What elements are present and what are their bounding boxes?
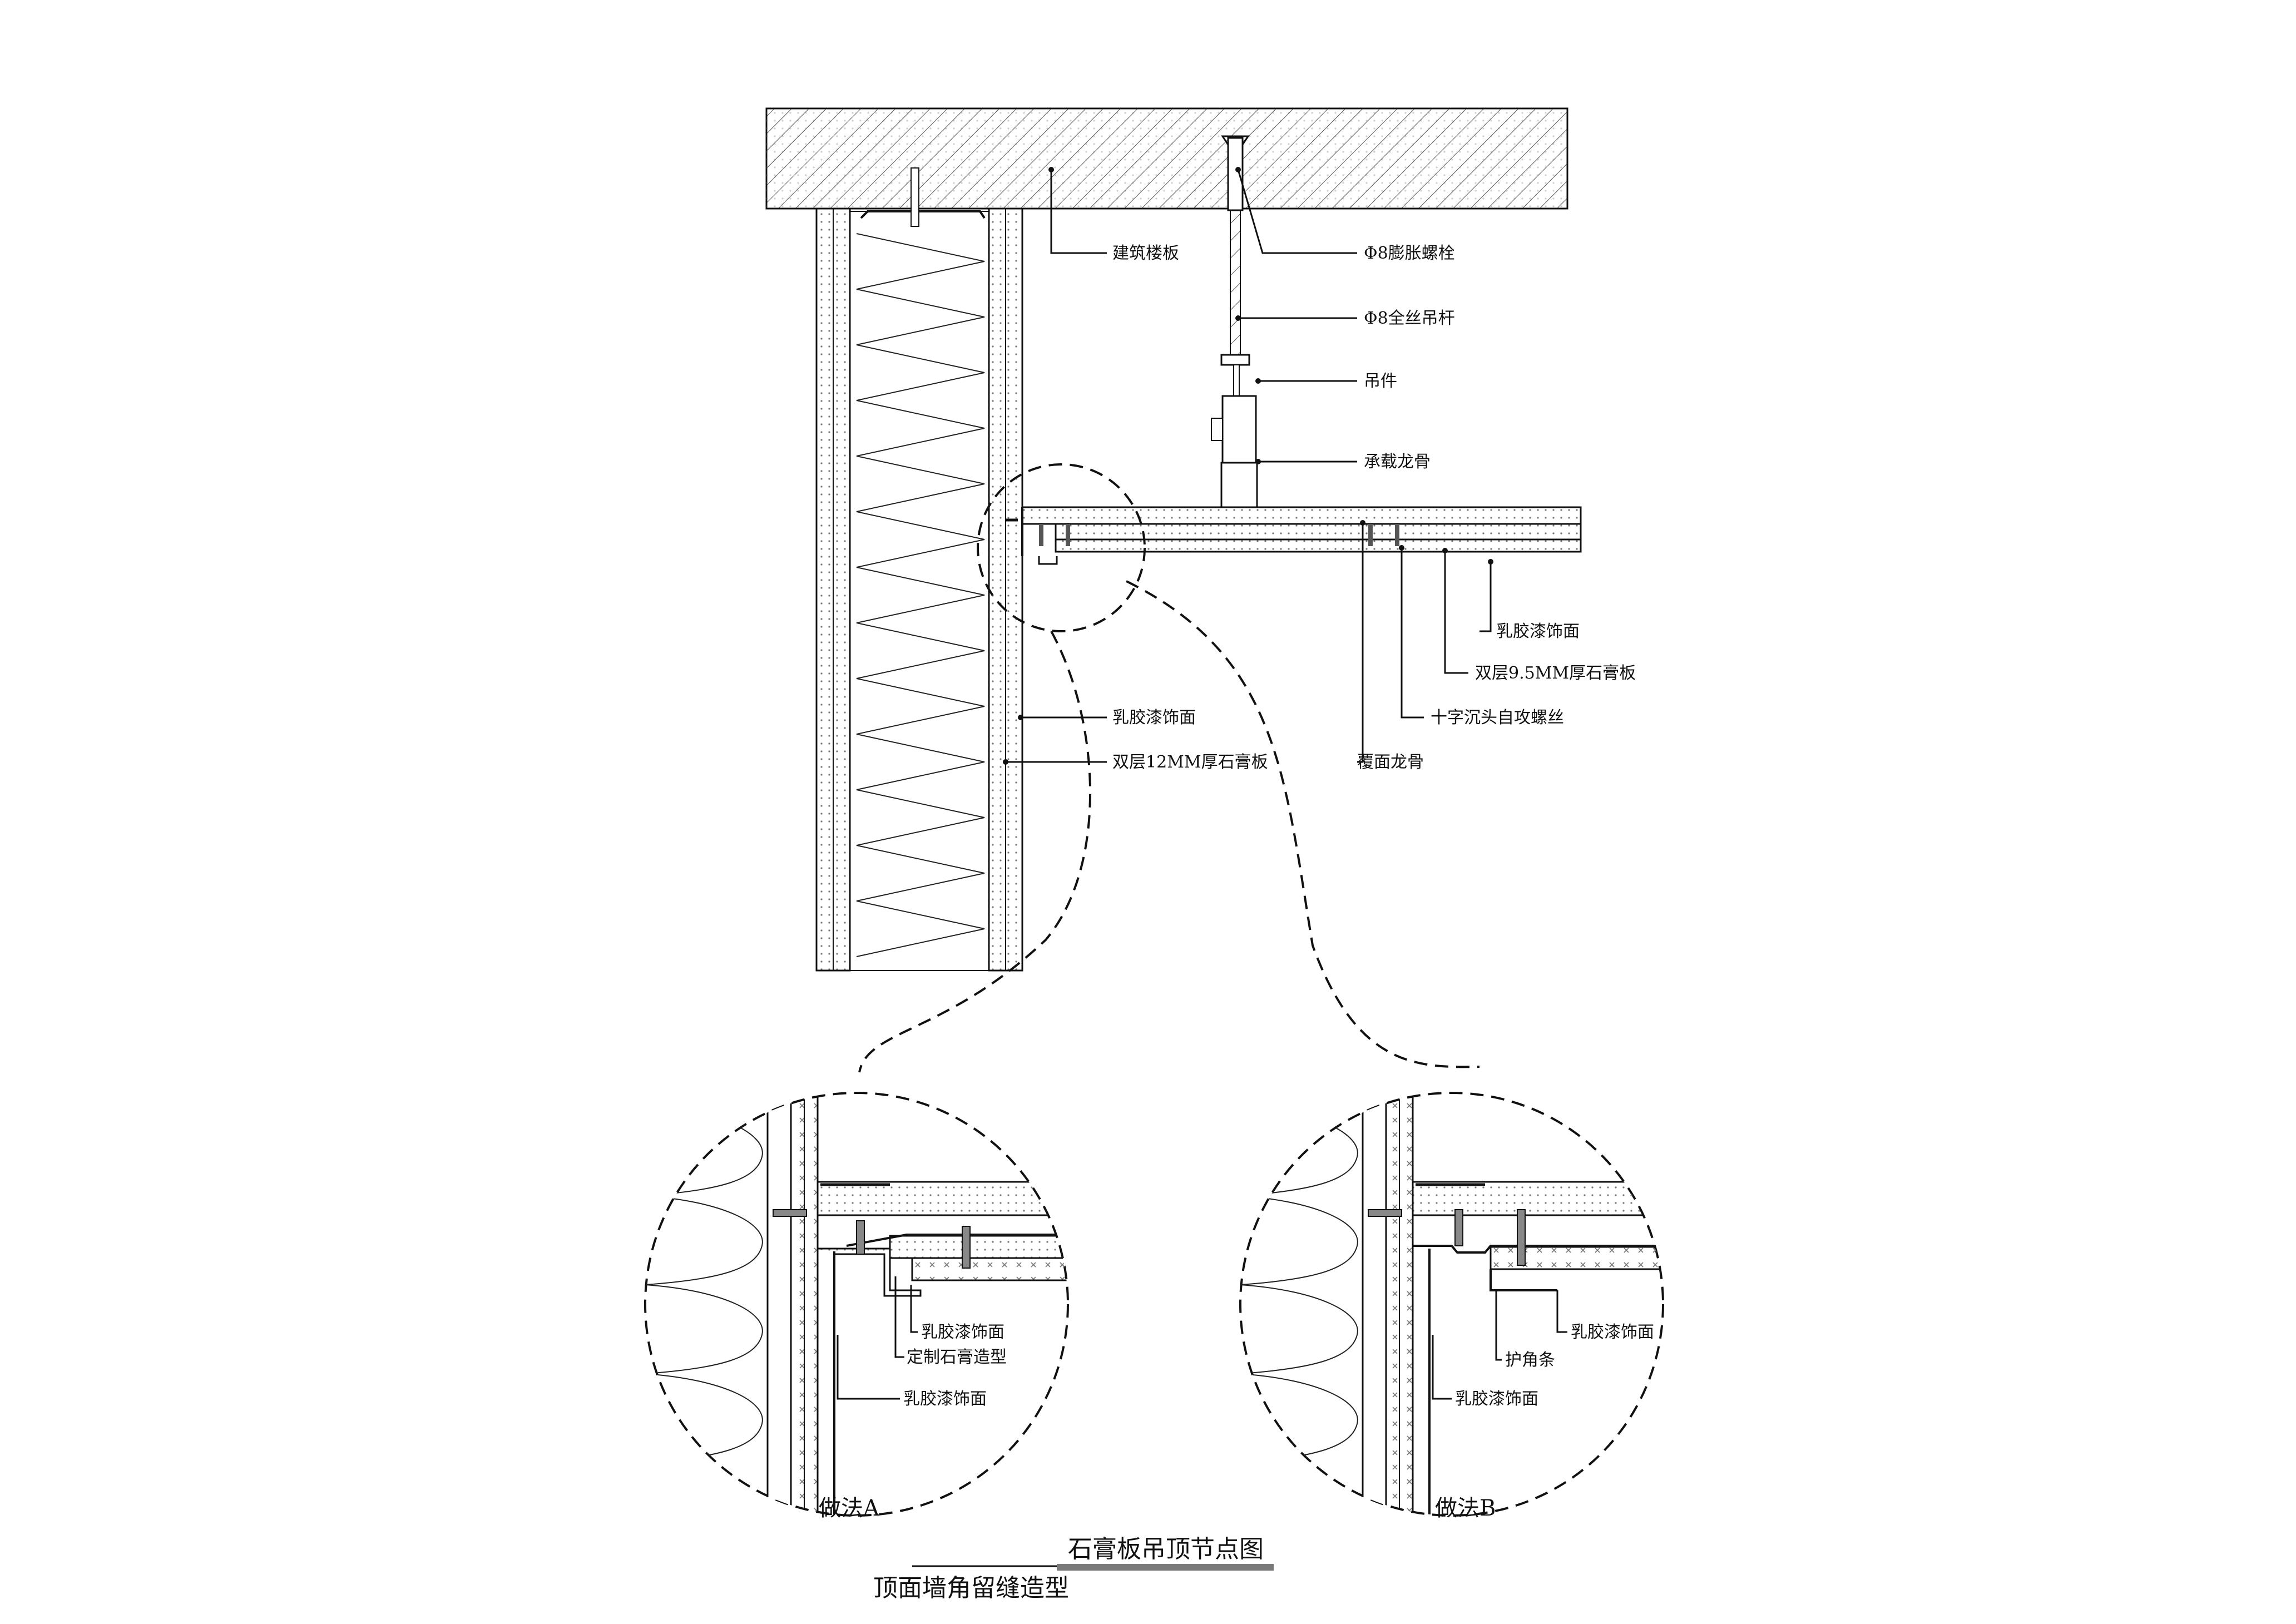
- ceiling-boards: [1006, 506, 1582, 565]
- label-wall-board: 双层12MM厚石膏板: [1112, 752, 1268, 772]
- building-slab: [765, 107, 1568, 210]
- title-main: 石膏板吊顶节点图: [1068, 1535, 1264, 1563]
- detail-b: 乳胶漆饰面 护角条 乳胶漆饰面 做法B: [1239, 1092, 1664, 1521]
- detail-a-paint-bottom: 乳胶漆饰面: [903, 1389, 987, 1409]
- label-slab: 建筑楼板: [1112, 244, 1179, 263]
- detail-b-corner-bead: 护角条: [1505, 1350, 1555, 1370]
- label-threaded-rod: Φ8全丝吊杆: [1364, 309, 1455, 328]
- detail-b-paint-bottom: 乳胶漆饰面: [1455, 1389, 1538, 1409]
- label-hanger: 吊件: [1364, 372, 1397, 391]
- detail-a-caption: 做法A: [819, 1496, 880, 1521]
- label-anchor-bolt: Φ8膨胀螺栓: [1364, 244, 1455, 263]
- label-screw: 十字沉头自攻螺丝: [1431, 708, 1564, 727]
- label-main-runner: 承载龙骨: [1364, 452, 1431, 472]
- detail-a: 乳胶漆饰面 定制石膏造型 乳胶漆饰面 做法A: [644, 1092, 1069, 1521]
- leader-lines: [1006, 169, 1492, 763]
- partition-wall: [815, 167, 1023, 972]
- detail-a-paint-top: 乳胶漆饰面: [921, 1323, 1004, 1342]
- title-sub: 顶面墙角留缝造型: [873, 1574, 1069, 1602]
- label-wall-paint: 乳胶漆饰面: [1112, 708, 1196, 727]
- label-ceiling-board: 双层9.5MM厚石膏板: [1475, 664, 1636, 683]
- title-bar: [1057, 1564, 1274, 1571]
- detail-b-paint-top: 乳胶漆饰面: [1571, 1323, 1654, 1342]
- label-ceiling-paint: 乳胶漆饰面: [1496, 622, 1580, 641]
- detail-callout: [858, 463, 1480, 1073]
- label-cover-keel: 覆面龙骨: [1357, 752, 1424, 772]
- detail-b-caption: 做法B: [1435, 1496, 1496, 1521]
- title-block: 石膏板吊顶节点图 顶面墙角留缝造型: [873, 1535, 1274, 1602]
- leader-dots: [1003, 167, 1493, 765]
- detail-a-custom-gypsum: 定制石膏造型: [907, 1348, 1007, 1367]
